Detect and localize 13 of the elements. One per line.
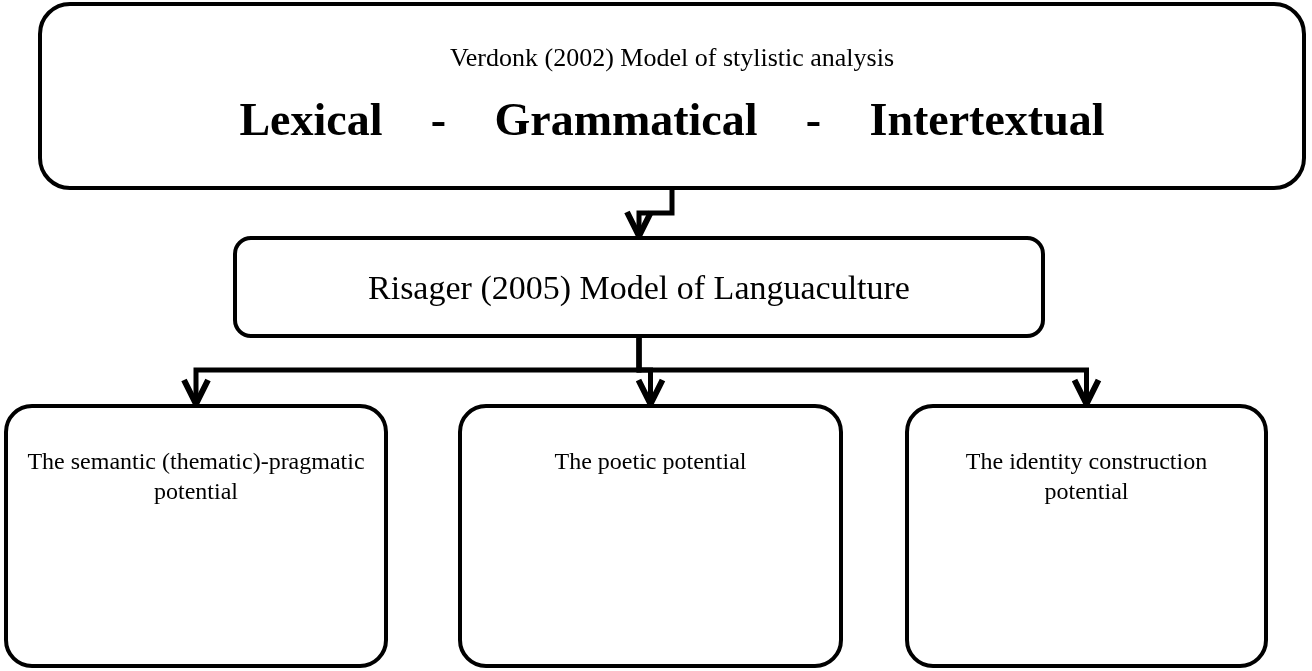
rounded-box xyxy=(38,2,1306,190)
box-text: The poetic potential xyxy=(554,447,747,476)
rounded-box xyxy=(905,404,1268,668)
heading-text: Lexical - Grammatical - Intertextual xyxy=(239,93,1105,147)
box-text: The semantic (thematic)-pragmatic potential xyxy=(26,447,366,506)
box-text: Verdonk (2002) Model of stylistic analysis xyxy=(449,42,895,74)
box-text: The identity construction potential xyxy=(964,447,1209,506)
rounded-box xyxy=(233,236,1045,338)
rounded-box xyxy=(4,404,388,668)
arrow xyxy=(636,338,1102,407)
rounded-box xyxy=(458,404,843,668)
arrow xyxy=(624,190,675,239)
box-text: Risager (2005) Model of Languaculture xyxy=(368,267,910,308)
